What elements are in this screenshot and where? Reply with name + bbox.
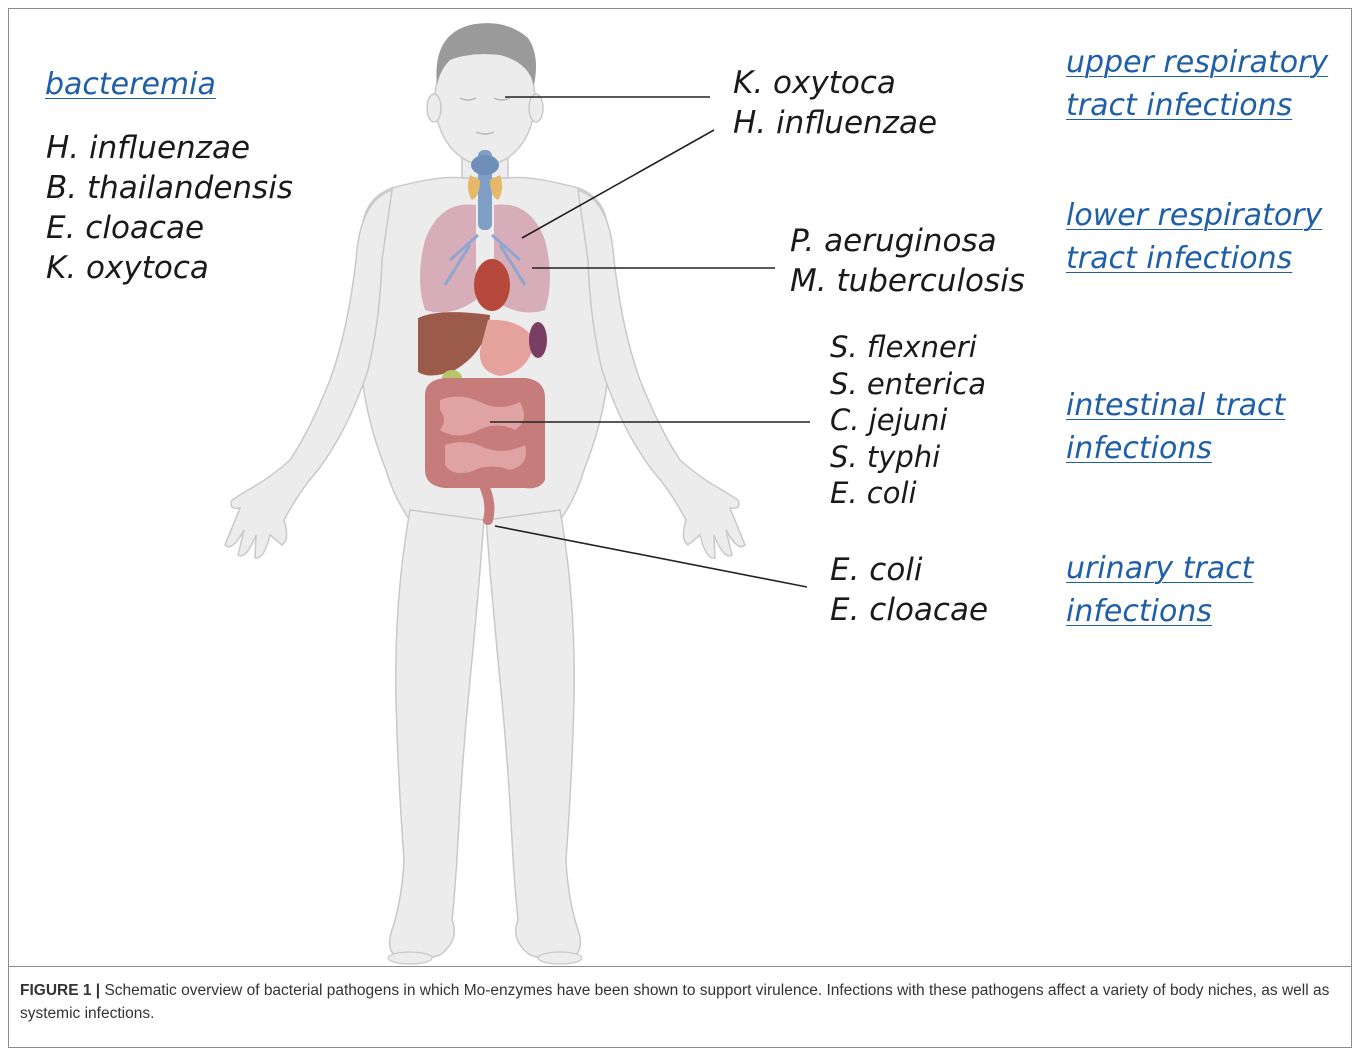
pathogen-item: K. oxytoca (733, 63, 937, 103)
pathogen-list-lower-respiratory: P. aeruginosa M. tuberculosis (790, 221, 1025, 301)
category-bacteremia[interactable]: bacteremia (45, 63, 216, 106)
pathogen-list-urinary: E. coli E. cloacae (830, 550, 988, 630)
pathogen-item: E. coli (830, 550, 988, 590)
feet (388, 952, 582, 964)
pathogen-item: H. influenzae (733, 103, 937, 143)
pathogen-list-bacteremia: H. influenzae B. thailandensis E. cloaca… (46, 128, 293, 288)
pathogen-item: H. influenzae (46, 128, 293, 168)
category-lower-respiratory-line1[interactable]: lower respiratory (1066, 194, 1322, 237)
pathogen-list-intestinal: S. flexneri S. enterica C. jejuni S. typ… (830, 329, 986, 512)
pathogen-item: B. thailandensis (46, 168, 293, 208)
caption-label: FIGURE 1 | (20, 982, 100, 999)
category-urinary-line1[interactable]: urinary tract (1066, 547, 1253, 590)
pathogen-item: P. aeruginosa (790, 221, 1025, 261)
pathogen-item: M. tuberculosis (790, 261, 1025, 301)
pathogen-item: E. cloacae (830, 590, 988, 630)
figure-caption: FIGURE 1 | Schematic overview of bacteri… (20, 979, 1342, 1025)
pathogen-item: E. cloacae (46, 208, 293, 248)
caption-text: Schematic overview of bacterial pathogen… (20, 982, 1329, 1022)
category-urinary-line2[interactable]: infections (1066, 590, 1212, 633)
category-upper-respiratory-line1[interactable]: upper respiratory (1066, 41, 1328, 84)
pathogen-list-upper-respiratory: K. oxytoca H. influenzae (733, 63, 937, 143)
category-lower-respiratory-line2[interactable]: tract infections (1066, 237, 1292, 280)
heart (474, 259, 510, 311)
pathogen-item: C. jejuni (830, 402, 986, 439)
category-intestinal-line2[interactable]: infections (1066, 427, 1212, 470)
caption-divider (8, 966, 1352, 967)
pathogen-item: S. flexneri (830, 329, 986, 366)
category-intestinal-line1[interactable]: intestinal tract (1066, 384, 1285, 427)
category-upper-respiratory-line2[interactable]: tract infections (1066, 84, 1292, 127)
pathogen-item: K. oxytoca (46, 248, 293, 288)
pathogen-item: E. coli (830, 475, 986, 512)
pathogen-item: S. enterica (830, 366, 986, 403)
pathogen-item: S. typhi (830, 439, 986, 476)
